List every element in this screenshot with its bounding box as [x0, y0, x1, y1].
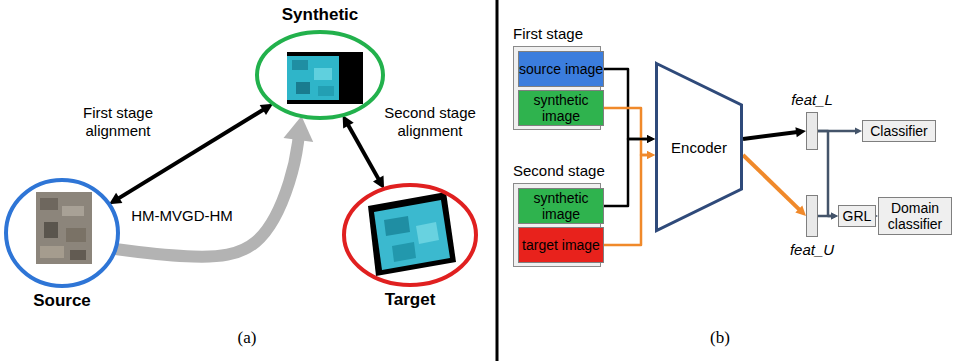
arrowhead: [260, 104, 273, 115]
feature-label: feat_L: [791, 91, 833, 108]
box-label: synthetic image: [518, 92, 604, 124]
ellipse-outline: [255, 30, 385, 120]
process-box: synthetic image: [518, 188, 604, 224]
connector-line: [818, 215, 832, 218]
photo-patch: [40, 198, 58, 210]
connector: [818, 213, 838, 220]
photo-base: [36, 192, 92, 264]
photo-patch: [40, 246, 64, 258]
box-label: synthetic image: [518, 190, 604, 222]
edge-label: First stage alignment: [69, 103, 168, 141]
process-box: GRL: [838, 205, 876, 227]
arrowhead: [831, 213, 838, 220]
connector: [604, 69, 655, 143]
photo-patch: [416, 222, 439, 244]
box-label: GRL: [843, 208, 872, 224]
stage-group: synthetic imagetarget imageSecond stage: [513, 183, 601, 267]
ellipse-outline: [6, 180, 118, 286]
domain-label: Synthetic: [282, 5, 359, 25]
target-photo: [368, 192, 456, 276]
photo-frame: [368, 192, 456, 276]
feature-vector: feat_L: [806, 112, 818, 150]
connector-line: [743, 155, 800, 210]
stage-label: First stage: [513, 25, 583, 42]
edge-label: Second stage alignment: [376, 103, 485, 141]
arrowhead: [855, 128, 862, 135]
arrowhead: [831, 213, 838, 220]
connector-line: [604, 155, 648, 245]
process-box: target image: [518, 227, 604, 263]
box-label: target image: [522, 237, 600, 253]
feature-vector: feat_U: [806, 195, 818, 237]
arrowhead: [109, 193, 122, 204]
photo-patch: [44, 222, 58, 238]
photo-patch: [314, 68, 332, 80]
process-box: Domain classifier: [878, 197, 952, 235]
connector-line: [818, 131, 832, 216]
connector-line: [743, 132, 798, 139]
connector: [604, 151, 655, 245]
connector-line: [604, 108, 648, 155]
domain-ellipse: Source: [4, 178, 120, 288]
photo-patch: [384, 216, 410, 236]
connector: [604, 135, 655, 206]
photo-patch: [392, 242, 416, 262]
arrowhead: [284, 116, 314, 142]
stage-group: source imagesynthetic imageFirst stage: [513, 46, 601, 130]
panel-label: (a): [238, 328, 257, 348]
arrowhead: [373, 176, 384, 189]
arrowhead: [647, 151, 655, 159]
domain-ellipse: Target: [342, 183, 478, 287]
photo-patch: [70, 250, 86, 260]
box-label: Domain classifier: [878, 200, 952, 232]
ellipse-outline: [342, 183, 478, 287]
box-label: Encoder: [671, 139, 727, 156]
connector: [743, 155, 806, 216]
connector-line: [348, 124, 380, 180]
arrowhead: [795, 127, 806, 137]
ellipse-outline: [344, 185, 476, 285]
photo-patch: [318, 86, 334, 96]
source-photo: [36, 192, 92, 264]
connector: [818, 131, 838, 220]
process-box: source image: [518, 51, 604, 87]
panel-divider: [496, 0, 499, 361]
photo-patch: [66, 228, 86, 242]
arrowhead: [647, 135, 655, 143]
domain-label: Source: [33, 291, 91, 311]
ellipse-outline: [4, 178, 120, 288]
arrowhead: [647, 135, 655, 143]
panel-label: (b): [710, 328, 730, 348]
stage-label: Second stage: [513, 162, 605, 179]
process-box: synthetic image: [518, 90, 604, 126]
photo-patch: [62, 206, 84, 216]
arrowhead: [795, 206, 806, 217]
connector: [743, 127, 806, 139]
domain-label: Target: [385, 290, 436, 310]
connector-line: [115, 136, 298, 256]
photo-patch: [292, 60, 308, 70]
process-box: Classifier: [862, 120, 936, 142]
photo-patch: [296, 82, 310, 94]
photo-base: [374, 200, 450, 270]
encoder-trapezoid: Encoder: [655, 62, 743, 232]
domain-ellipse: Synthetic: [255, 30, 385, 120]
edge-label: HM-MVGD-HM: [129, 206, 235, 226]
arrowhead: [343, 115, 354, 128]
photo-base: [287, 56, 339, 100]
ellipse-outline: [257, 32, 383, 118]
trapezoid-outline: [657, 64, 742, 231]
box-label: Classifier: [870, 123, 928, 139]
connector: [604, 108, 655, 159]
synthetic-photo: [287, 52, 363, 104]
box-label: source image: [519, 61, 603, 77]
photo-frame: [287, 52, 363, 104]
arrowhead: [647, 151, 655, 159]
feature-label: feat_U: [790, 241, 834, 258]
